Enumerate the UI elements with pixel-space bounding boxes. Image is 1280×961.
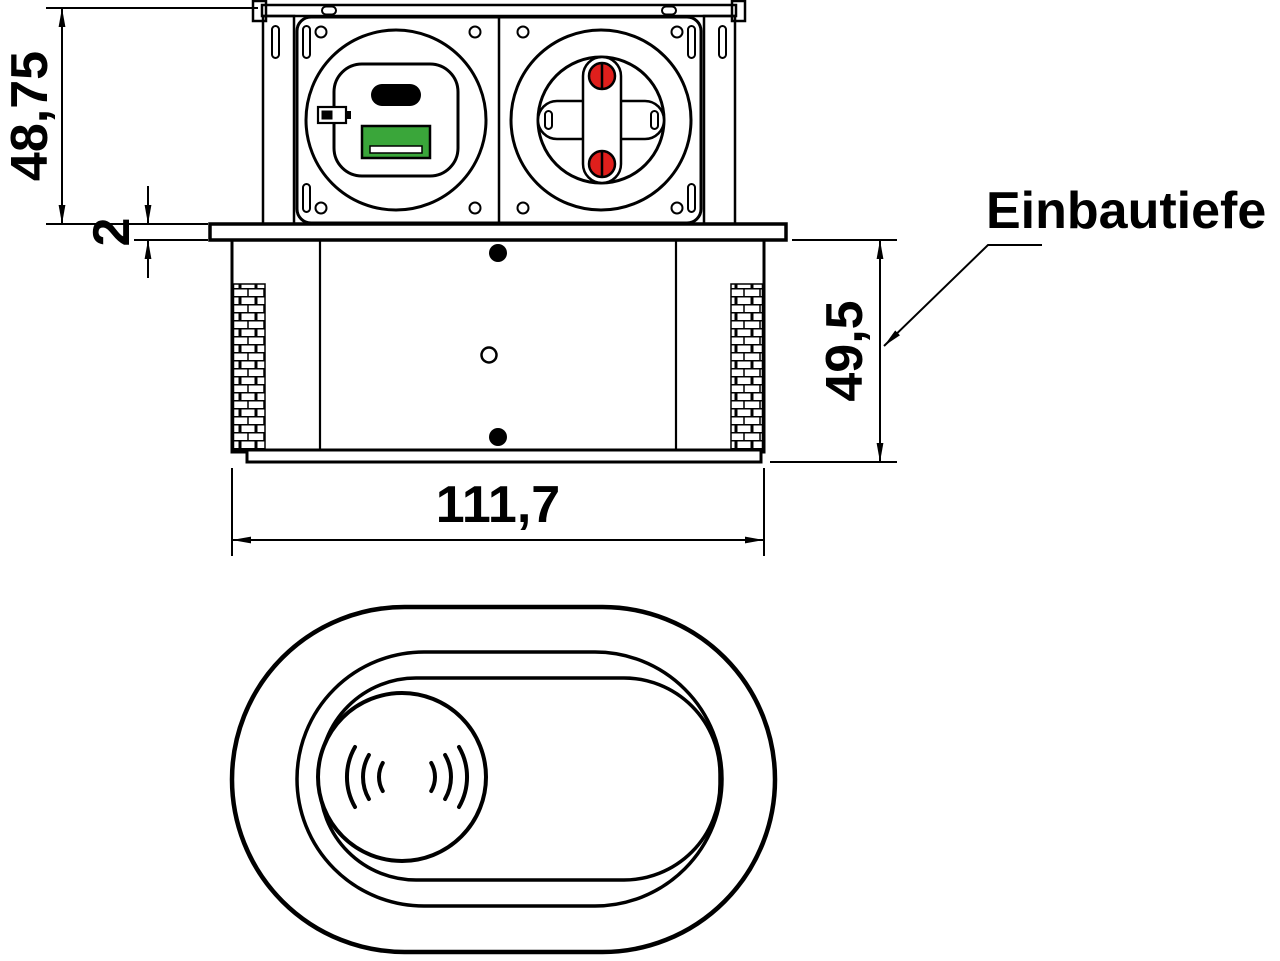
thread-texture-left [232, 283, 266, 451]
left-bracket-slot [271, 25, 280, 59]
dim-top-height: 48,75 [1, 7, 258, 225]
body-outline [230, 238, 766, 454]
bottom-flange [245, 448, 763, 464]
top-rail-right-tab [730, 0, 747, 23]
dimensions: 48,75 2 49,5 111,7 Einbautiefe [1, 7, 1266, 556]
frame-slot-bottom-left [302, 183, 311, 213]
oval-outer-housing [229, 604, 778, 955]
frame-slot-bottom-right [687, 183, 696, 213]
frame-screw-holes [314, 25, 684, 215]
screw-bottom [587, 149, 617, 179]
lower-body [230, 238, 766, 464]
usb-a-port [360, 124, 432, 160]
pin-slot-right [650, 110, 659, 130]
frame-slot-top-right [687, 25, 696, 59]
pin-slot-left [544, 110, 553, 130]
schuko-module [509, 28, 693, 212]
thread-texture-right [730, 283, 764, 451]
top-rail-left-tab [251, 0, 268, 23]
top-clip-left-slot [321, 5, 337, 16]
battery-icon [316, 105, 351, 125]
dim-body-depth-label: 49,5 [816, 300, 874, 401]
dim-top-height-label: 48,75 [1, 51, 59, 181]
right-bracket-slot [718, 25, 727, 59]
sound-wave-icon [344, 745, 470, 809]
usb-module [304, 28, 488, 212]
top-clip-right-slot [661, 5, 677, 16]
dim-width-label: 111,7 [436, 476, 560, 534]
press-button [316, 691, 488, 863]
usb-a-port-tongue [369, 145, 423, 154]
dim-plate-thickness: 2 [83, 186, 208, 278]
dim-plate-thickness-label: 2 [83, 218, 141, 247]
usb-module-ring [304, 28, 488, 212]
einbautiefe-label: Einbautiefe [986, 182, 1266, 240]
center-hole [480, 346, 498, 364]
leader-line [883, 244, 1042, 347]
oval-inner-rim [295, 650, 724, 908]
rivet-top [489, 244, 507, 262]
dim-body-depth: 49,5 [770, 239, 897, 463]
dim-width: 111,7 [231, 468, 765, 556]
screw-top [587, 61, 617, 91]
einbautiefe-callout: Einbautiefe [883, 182, 1266, 347]
top-view [229, 604, 778, 955]
usb-c-port [371, 84, 421, 106]
schuko-module-ring [509, 28, 693, 212]
frame-slot-top-left [302, 25, 311, 59]
mounting-plate [208, 222, 788, 242]
schuko-vertical-channel [581, 55, 623, 185]
rivet-bottom [489, 428, 507, 446]
front-view [208, 0, 788, 464]
